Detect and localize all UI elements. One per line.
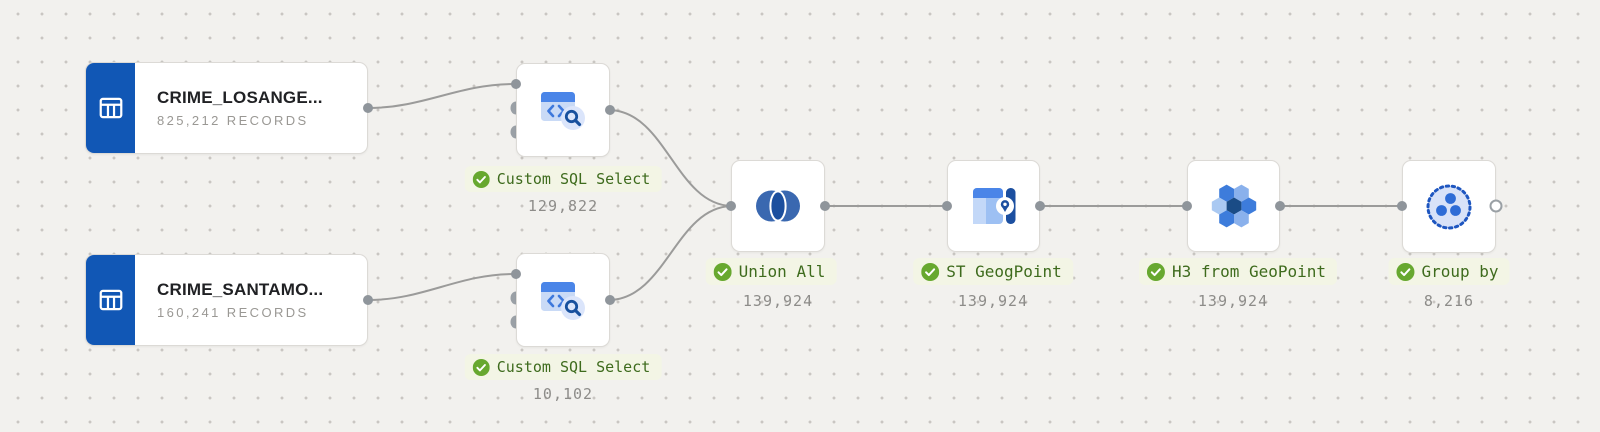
node-st-geogpoint[interactable] <box>947 160 1040 252</box>
status-label-union: Union All <box>705 258 837 285</box>
node-union-all[interactable] <box>731 160 825 252</box>
input-port-stgeog[interactable] <box>942 201 952 211</box>
node-label: ST GeogPoint <box>946 262 1062 281</box>
node-label: Custom SQL Select <box>496 170 651 188</box>
check-icon <box>472 170 490 188</box>
row-count-sql1: 129,822 <box>527 197 599 215</box>
row-count-groupby: 8,216 <box>1423 292 1475 310</box>
status-label-sql1: Custom SQL Select <box>464 166 662 192</box>
output-port-groupby-open[interactable] <box>1489 199 1503 213</box>
source-texts: CRIME_LOSANGE... 825,212 RECORDS <box>135 63 367 153</box>
source-texts: CRIME_SANTAMO... 160,241 RECORDS <box>135 255 367 345</box>
node-label: Union All <box>738 262 826 281</box>
source-tab <box>86 63 135 153</box>
status-label-sql2: Custom SQL Select <box>464 354 662 380</box>
check-icon <box>1146 262 1165 281</box>
node-h3-from-geopoint[interactable] <box>1187 160 1280 252</box>
edge-sql1-union <box>609 109 732 207</box>
node-label: H3 from GeoPoint <box>1171 262 1327 281</box>
custom-sql-icon <box>541 282 585 320</box>
h3-hexagons-icon <box>1211 184 1256 228</box>
input-port-sql1[interactable] <box>511 79 521 89</box>
check-icon <box>1396 262 1415 281</box>
check-icon <box>713 262 732 281</box>
input-port-groupby[interactable] <box>1397 201 1407 211</box>
node-source-crime-losangeles[interactable]: CRIME_LOSANGE... 825,212 RECORDS <box>85 62 368 154</box>
node-source-crime-santamonica[interactable]: CRIME_SANTAMO... 160,241 RECORDS <box>85 254 368 346</box>
status-label-groupby: Group by <box>1388 258 1510 285</box>
input-port-sql2[interactable] <box>511 269 521 279</box>
st-geogpoint-icon <box>972 188 1015 224</box>
output-port-h3[interactable] <box>1275 201 1285 211</box>
edge-source1-sql1 <box>367 83 515 109</box>
status-label-h3: H3 from GeoPoint <box>1138 258 1338 285</box>
node-label: Custom SQL Select <box>496 358 651 376</box>
node-custom-sql-select-2[interactable] <box>516 253 610 347</box>
union-all-icon <box>756 190 800 222</box>
check-icon <box>921 262 940 281</box>
row-count-h3: 139,924 <box>1197 292 1269 310</box>
edge-source2-sql2 <box>367 273 515 301</box>
node-group-by[interactable] <box>1402 160 1496 253</box>
input-port-h3[interactable] <box>1182 201 1192 211</box>
source-tab <box>86 255 135 345</box>
group-by-icon <box>1426 184 1472 229</box>
source-record-count: 825,212 RECORDS <box>157 113 309 128</box>
custom-sql-icon <box>541 92 585 130</box>
row-count-union: 139,924 <box>742 292 814 310</box>
output-port-source1[interactable] <box>363 103 373 113</box>
check-icon <box>472 358 490 376</box>
table-icon <box>99 289 122 311</box>
source-title: CRIME_SANTAMO... <box>157 280 324 299</box>
source-title: CRIME_LOSANGE... <box>157 88 323 107</box>
status-label-stgeog: ST GeogPoint <box>913 258 1073 285</box>
row-count-stgeog: 139,924 <box>957 292 1029 310</box>
edge-sql2-union <box>609 205 732 301</box>
output-port-union[interactable] <box>820 201 830 211</box>
row-count-sql2: 10,102 <box>532 385 594 403</box>
source-record-count: 160,241 RECORDS <box>157 305 309 320</box>
output-port-stgeog[interactable] <box>1035 201 1045 211</box>
table-icon <box>99 97 122 119</box>
output-port-sql2[interactable] <box>605 295 615 305</box>
output-port-source2[interactable] <box>363 295 373 305</box>
input-port-union[interactable] <box>726 201 736 211</box>
output-port-sql1[interactable] <box>605 105 615 115</box>
node-custom-sql-select-1[interactable] <box>516 63 610 157</box>
node-label: Group by <box>1421 262 1499 281</box>
